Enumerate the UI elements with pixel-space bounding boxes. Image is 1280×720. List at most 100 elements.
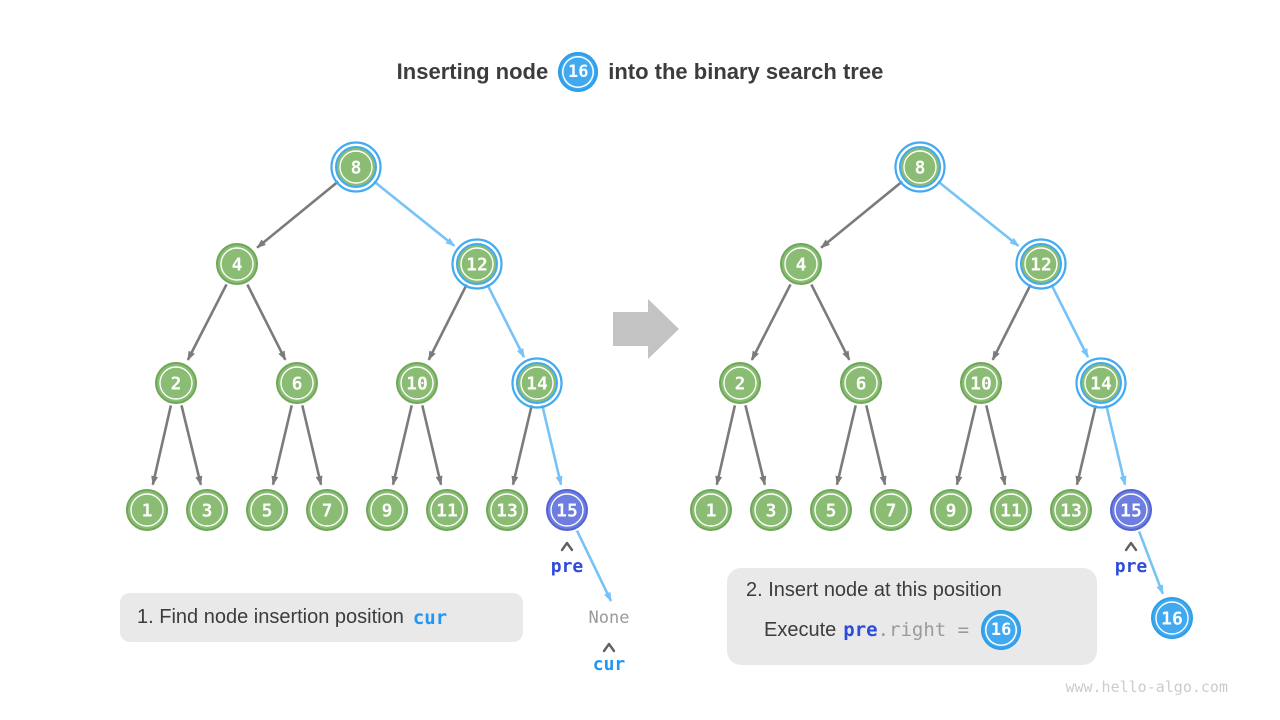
node-value: 1 — [706, 501, 717, 522]
edge-2-1 — [715, 405, 737, 486]
node-value: 12 — [1030, 255, 1052, 276]
edge-12-14 — [1050, 283, 1090, 358]
edge-15-none — [575, 530, 613, 602]
node-inner-ring — [1155, 601, 1189, 635]
node-circle — [840, 362, 882, 404]
node-circle — [930, 489, 972, 531]
edge-14-15 — [541, 405, 563, 486]
title-suffix: into the binary search tree — [608, 59, 884, 84]
tree-node-11: 11 — [990, 489, 1032, 531]
tree-node-1: 1 — [690, 489, 732, 531]
node-inner-ring — [784, 247, 818, 281]
pointer-caret-icon — [1124, 541, 1138, 552]
node-inner-ring — [250, 493, 284, 527]
node-highlight-ring — [1075, 357, 1127, 409]
tree-node-1: 1 — [126, 489, 168, 531]
tree-node-2: 2 — [719, 362, 761, 404]
node-inner-ring — [370, 493, 404, 527]
title-prefix: Inserting node — [396, 59, 549, 84]
node-circle — [306, 489, 348, 531]
node-circle — [366, 489, 408, 531]
tree-node-9: 9 — [366, 489, 408, 531]
node-inner-ring — [694, 493, 728, 527]
tree-node-14: 14 — [1075, 357, 1127, 409]
node-value: 4 — [232, 255, 243, 276]
node-value: 11 — [1000, 501, 1022, 522]
watermark: www.hello-algo.com — [1065, 678, 1228, 696]
node-inner-ring — [520, 366, 554, 400]
node-value: 5 — [826, 501, 837, 522]
node-circle — [276, 362, 318, 404]
node-circle — [155, 362, 197, 404]
caption-step1-code-cur: cur — [412, 606, 448, 629]
node-inner-ring — [874, 493, 908, 527]
node-circle — [456, 243, 498, 285]
edge-10-11 — [421, 405, 443, 486]
edge-6-7 — [865, 405, 887, 486]
node-highlight-ring — [1015, 238, 1067, 290]
node-inner-ring — [310, 493, 344, 527]
edge-8-4 — [820, 180, 903, 249]
edge-10-9 — [955, 405, 977, 486]
label-pre: pre — [551, 556, 584, 577]
edge-10-11 — [985, 405, 1007, 486]
node-highlight-ring — [451, 238, 503, 290]
node-circle — [690, 489, 732, 531]
edge-2-3 — [744, 405, 767, 486]
node-value: 3 — [202, 501, 213, 522]
transition-arrow-icon — [613, 299, 679, 359]
tree-node-8: 8 — [330, 141, 382, 193]
node-circle — [960, 362, 1002, 404]
edge-6-5 — [271, 405, 293, 486]
node-inner-ring — [1114, 493, 1148, 527]
tree-node-11: 11 — [426, 489, 468, 531]
node-value: 12 — [466, 255, 488, 276]
caption-step2-code-right: .right = — [877, 619, 970, 641]
node-inner-ring — [723, 366, 757, 400]
node-circle — [810, 489, 852, 531]
node-inner-ring — [903, 150, 937, 184]
node-value: 14 — [1090, 374, 1112, 395]
node-inner-ring — [460, 247, 494, 281]
node-inner-ring — [934, 493, 968, 527]
title-node-value: 16 — [567, 62, 589, 82]
node-circle — [335, 146, 377, 188]
tree-node-12: 12 — [451, 238, 503, 290]
node-circle — [186, 489, 228, 531]
tree-node-3: 3 — [750, 489, 792, 531]
node-inner-ring — [490, 493, 524, 527]
node-circle — [719, 362, 761, 404]
tree-node-10: 10 — [396, 362, 438, 404]
caption-step2-line2: Execute pre .right = 16 — [764, 609, 1097, 651]
node-value: 10 — [406, 374, 428, 395]
tree-node-15: 15 — [1110, 489, 1152, 531]
node-inner-ring — [964, 366, 998, 400]
edge-6-7 — [301, 405, 323, 486]
node-inner-ring — [400, 366, 434, 400]
edge-10-9 — [391, 405, 413, 486]
node-circle — [516, 362, 558, 404]
node-highlight-ring — [511, 357, 563, 409]
tree-node-8: 8 — [894, 141, 946, 193]
tree-node-6: 6 — [840, 362, 882, 404]
edge-8-4 — [256, 180, 339, 249]
node-value: 2 — [735, 374, 746, 395]
edge-12-10 — [427, 283, 468, 361]
edge-15-16 — [1137, 531, 1164, 595]
tree-node-5: 5 — [246, 489, 288, 531]
node-value: 9 — [382, 501, 393, 522]
tree-node-4: 4 — [780, 243, 822, 285]
edge-4-6 — [246, 283, 287, 361]
edge-4-2 — [186, 283, 228, 361]
node-circle — [780, 243, 822, 285]
node-value: 1 — [142, 501, 153, 522]
edge-2-3 — [180, 405, 203, 486]
edge-8-12 — [937, 180, 1020, 247]
node-inner-ring — [159, 366, 193, 400]
node-circle — [1020, 243, 1062, 285]
label-none: None — [589, 608, 630, 628]
node-inner-ring — [994, 493, 1028, 527]
